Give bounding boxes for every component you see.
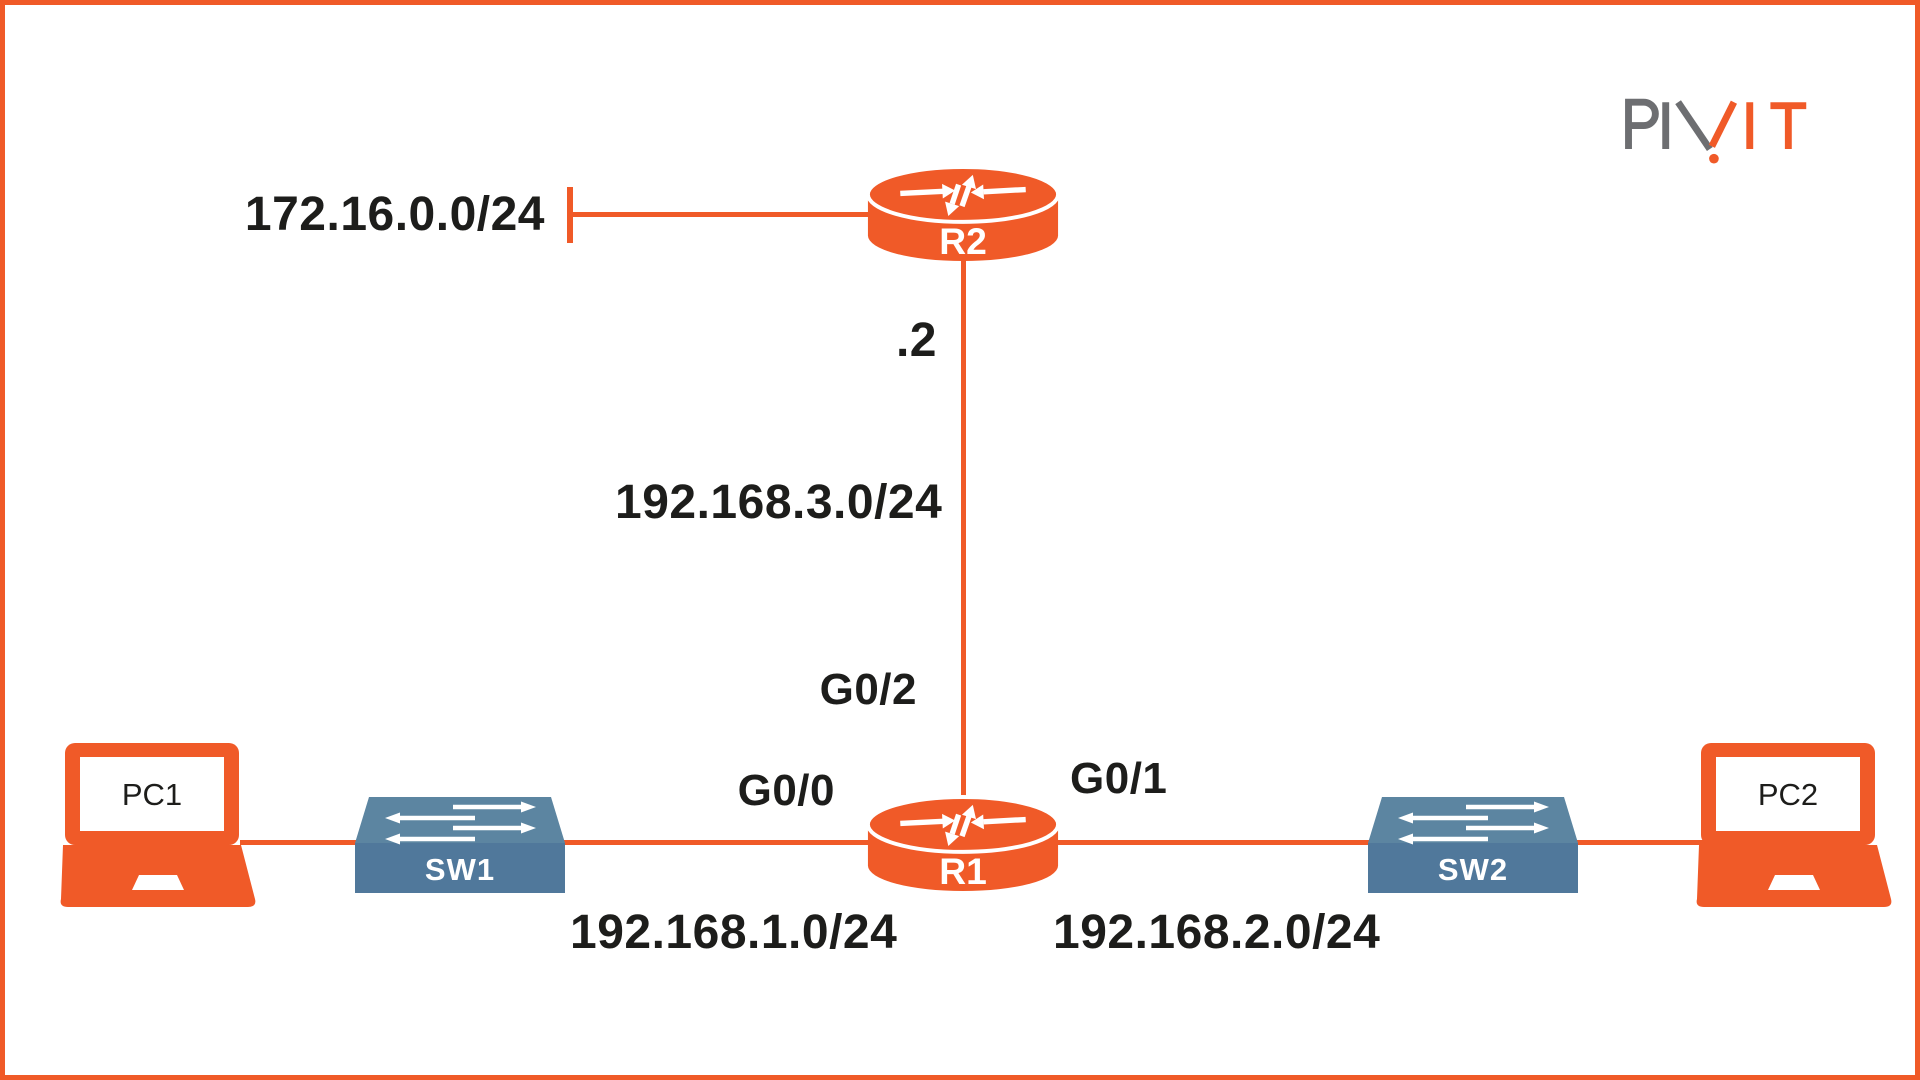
- interface-label-g0-0: G0/0: [737, 766, 835, 815]
- logo-orange-letters: [1708, 100, 1807, 150]
- switch-sw1-label: SW1: [425, 852, 495, 887]
- switch-arrows-icon: [385, 801, 536, 845]
- link-r2-stub-network: [571, 212, 891, 217]
- logo-dot: [1709, 153, 1719, 164]
- network-label-172-16-0-0: 172.16.0.0/24: [244, 188, 545, 241]
- switch-sw2-label: SW2: [1438, 852, 1508, 887]
- router-arrows-icon: [900, 174, 1026, 216]
- router-r1: R1: [865, 795, 1061, 892]
- laptop-pc1-label: PC1: [122, 777, 182, 812]
- laptop-touchpad: [132, 875, 184, 890]
- laptop-touchpad: [1768, 875, 1820, 890]
- network-label-192-168-2-0: 192.168.2.0/24: [1053, 906, 1381, 959]
- r2-ip-suffix-label: .2: [895, 314, 937, 367]
- pivit-logo: [1625, 98, 1807, 164]
- switch-sw1: SW1: [355, 797, 565, 893]
- switch-sw2: SW2: [1368, 797, 1578, 893]
- router-r2: R2: [865, 165, 1061, 262]
- link-r2-r1: [961, 253, 966, 805]
- interface-label-g0-1: G0/1: [1070, 754, 1168, 803]
- interface-label-g0-2: G0/2: [819, 665, 917, 714]
- switch-arrows-icon: [1398, 801, 1549, 845]
- laptop-pc2: PC2: [1696, 743, 1892, 907]
- router-r2-label: R2: [939, 220, 987, 262]
- laptop-pc2-label: PC2: [1758, 777, 1818, 812]
- network-label-192-168-3-0: 192.168.3.0/24: [615, 476, 943, 529]
- laptop-pc1: PC1: [60, 743, 256, 907]
- stub-network-terminator: [567, 187, 573, 243]
- network-label-192-168-1-0: 192.168.1.0/24: [570, 906, 898, 959]
- router-arrows-icon: [900, 804, 1026, 846]
- router-r1-label: R1: [939, 850, 987, 892]
- logo-gray-letters: [1625, 98, 1713, 151]
